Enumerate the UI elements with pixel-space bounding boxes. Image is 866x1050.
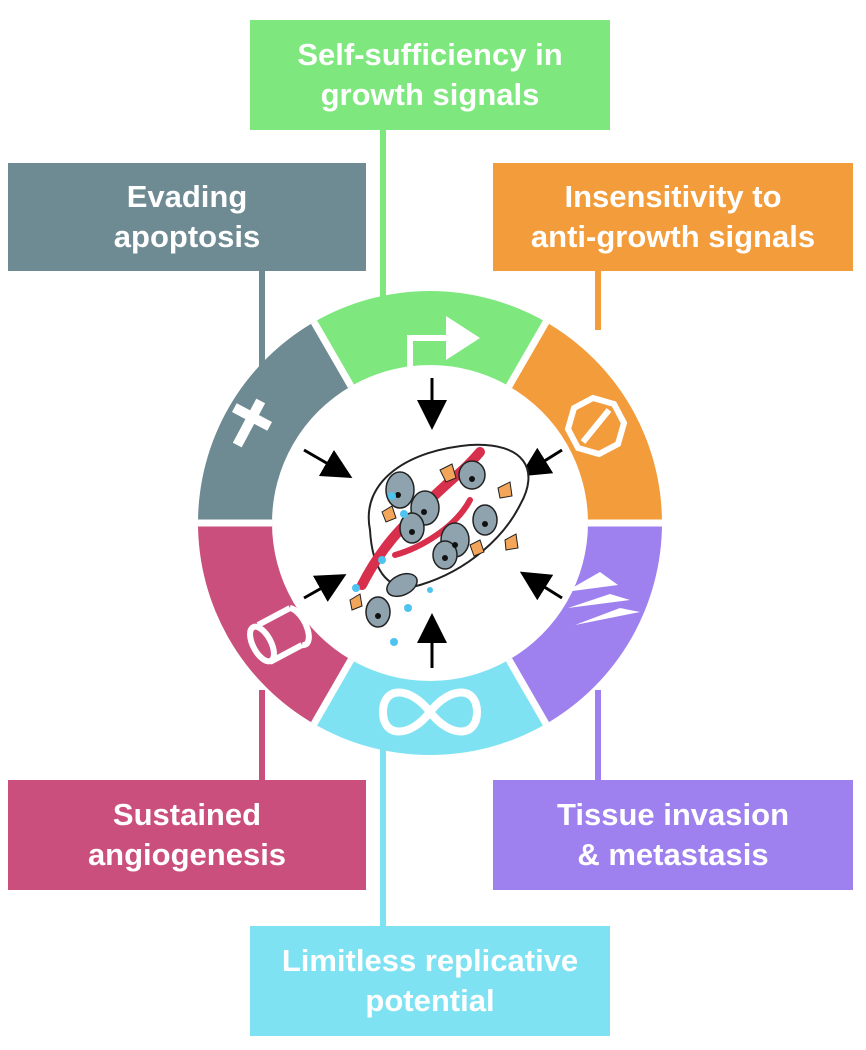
box-replicative-line1: Limitless replicative bbox=[281, 943, 579, 978]
bent-arrow-icon bbox=[407, 316, 480, 392]
box-limitless-replicative: Limitless replicative potential bbox=[250, 926, 610, 1036]
box-invasion-line1: Tissue invasion bbox=[556, 797, 789, 832]
box-tissue-invasion: Tissue invasion & metastasis bbox=[493, 780, 853, 890]
box-growth-line2: growth signals bbox=[320, 77, 540, 112]
box-evading-apoptosis: Evading apoptosis bbox=[8, 163, 366, 271]
ring-segment-apoptosis bbox=[198, 322, 351, 523]
box-anti-growth-line2: anti-growth signals bbox=[530, 219, 816, 254]
ring-segment-angiogenesis bbox=[198, 523, 351, 724]
box-sustained-angiogenesis: Sustained angiogenesis bbox=[8, 780, 366, 890]
ring-segment-invasion bbox=[509, 523, 662, 724]
arrow-top-right bbox=[519, 447, 563, 477]
arrow-bottom-right bbox=[519, 571, 563, 601]
spikes-icon bbox=[565, 572, 640, 625]
box-growth-line1: Self-sufficiency in bbox=[297, 37, 563, 72]
box-growth-signals: Self-sufficiency in growth signals bbox=[250, 20, 610, 130]
tumor-icon bbox=[349, 443, 530, 646]
no-symbol-icon bbox=[564, 394, 628, 458]
box-invasion-line2: & metastasis bbox=[577, 837, 769, 872]
box-apoptosis-line1: Evading bbox=[126, 179, 248, 214]
cross-icon bbox=[231, 398, 273, 448]
box-anti-growth-line1: Insensitivity to bbox=[564, 179, 782, 214]
arrow-bottom-left bbox=[303, 574, 347, 602]
box-replicative-line2: potential bbox=[365, 983, 495, 1018]
arrow-top-left bbox=[303, 448, 353, 479]
vessel-tube-icon bbox=[247, 605, 312, 665]
box-angiogenesis-line2: angiogenesis bbox=[87, 837, 287, 872]
infinity-icon bbox=[378, 688, 482, 736]
box-angiogenesis-line1: Sustained bbox=[112, 797, 262, 832]
box-apoptosis-line2: apoptosis bbox=[113, 219, 261, 254]
box-anti-growth-signals: Insensitivity to anti-growth signals bbox=[493, 163, 853, 271]
ring-segment-anti-growth bbox=[509, 322, 662, 523]
